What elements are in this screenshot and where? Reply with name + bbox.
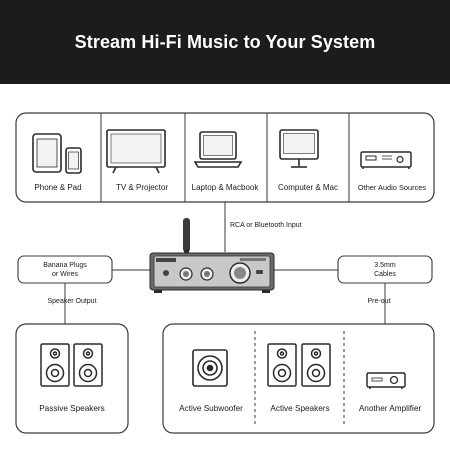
output-label-passive: Passive Speakers: [39, 404, 105, 413]
passive-output-box: [15, 323, 129, 434]
tv-icon: [106, 129, 166, 174]
amplifier-device: [149, 218, 275, 293]
left-cable-label-2: or Wires: [52, 271, 79, 278]
phone-pad-icon: [32, 133, 82, 174]
connection-diagram: Phone & Pad TV & Projector Laptop & Macb…: [15, 112, 435, 434]
source-label-laptop: Laptop & Macbook: [192, 183, 260, 192]
source-label-computer: Computer & Mac: [278, 183, 338, 192]
output-label-active: Active Speakers: [270, 404, 329, 413]
title-banner: Stream Hi-Fi Music to Your System: [0, 0, 450, 84]
right-cable-label-2: Cables: [374, 271, 396, 278]
source-label-phone: Phone & Pad: [34, 183, 81, 192]
source-label-tv: TV & Projector: [116, 183, 168, 192]
monitor-icon: [279, 129, 319, 168]
right-cable-label-1: 3.5mm: [374, 262, 396, 269]
left-cable-label-1: Banana Plugs: [43, 262, 87, 269]
bookshelf-speakers-icon: [40, 343, 103, 387]
right-cable-box: [337, 255, 433, 284]
audio-source-icon: [360, 151, 412, 169]
input-label: RCA or Bluetooth Input: [230, 222, 302, 229]
laptop-icon: [193, 131, 243, 168]
amplifier-icon: [366, 372, 406, 389]
active-speakers-icon: [267, 343, 331, 387]
active-output-box: [162, 323, 435, 434]
page-title: Stream Hi-Fi Music to Your System: [74, 31, 376, 52]
left-cable-box: [17, 255, 113, 284]
output-label-amplifier: Another Amplifier: [359, 404, 422, 413]
output-label-subwoofer: Active Subwoofer: [179, 404, 243, 413]
preout-label: Pre-out: [368, 298, 391, 305]
subwoofer-icon: [192, 349, 228, 387]
source-label-audio: Other Audio Sources: [358, 183, 427, 192]
speaker-output-label: Speaker Output: [47, 298, 96, 305]
